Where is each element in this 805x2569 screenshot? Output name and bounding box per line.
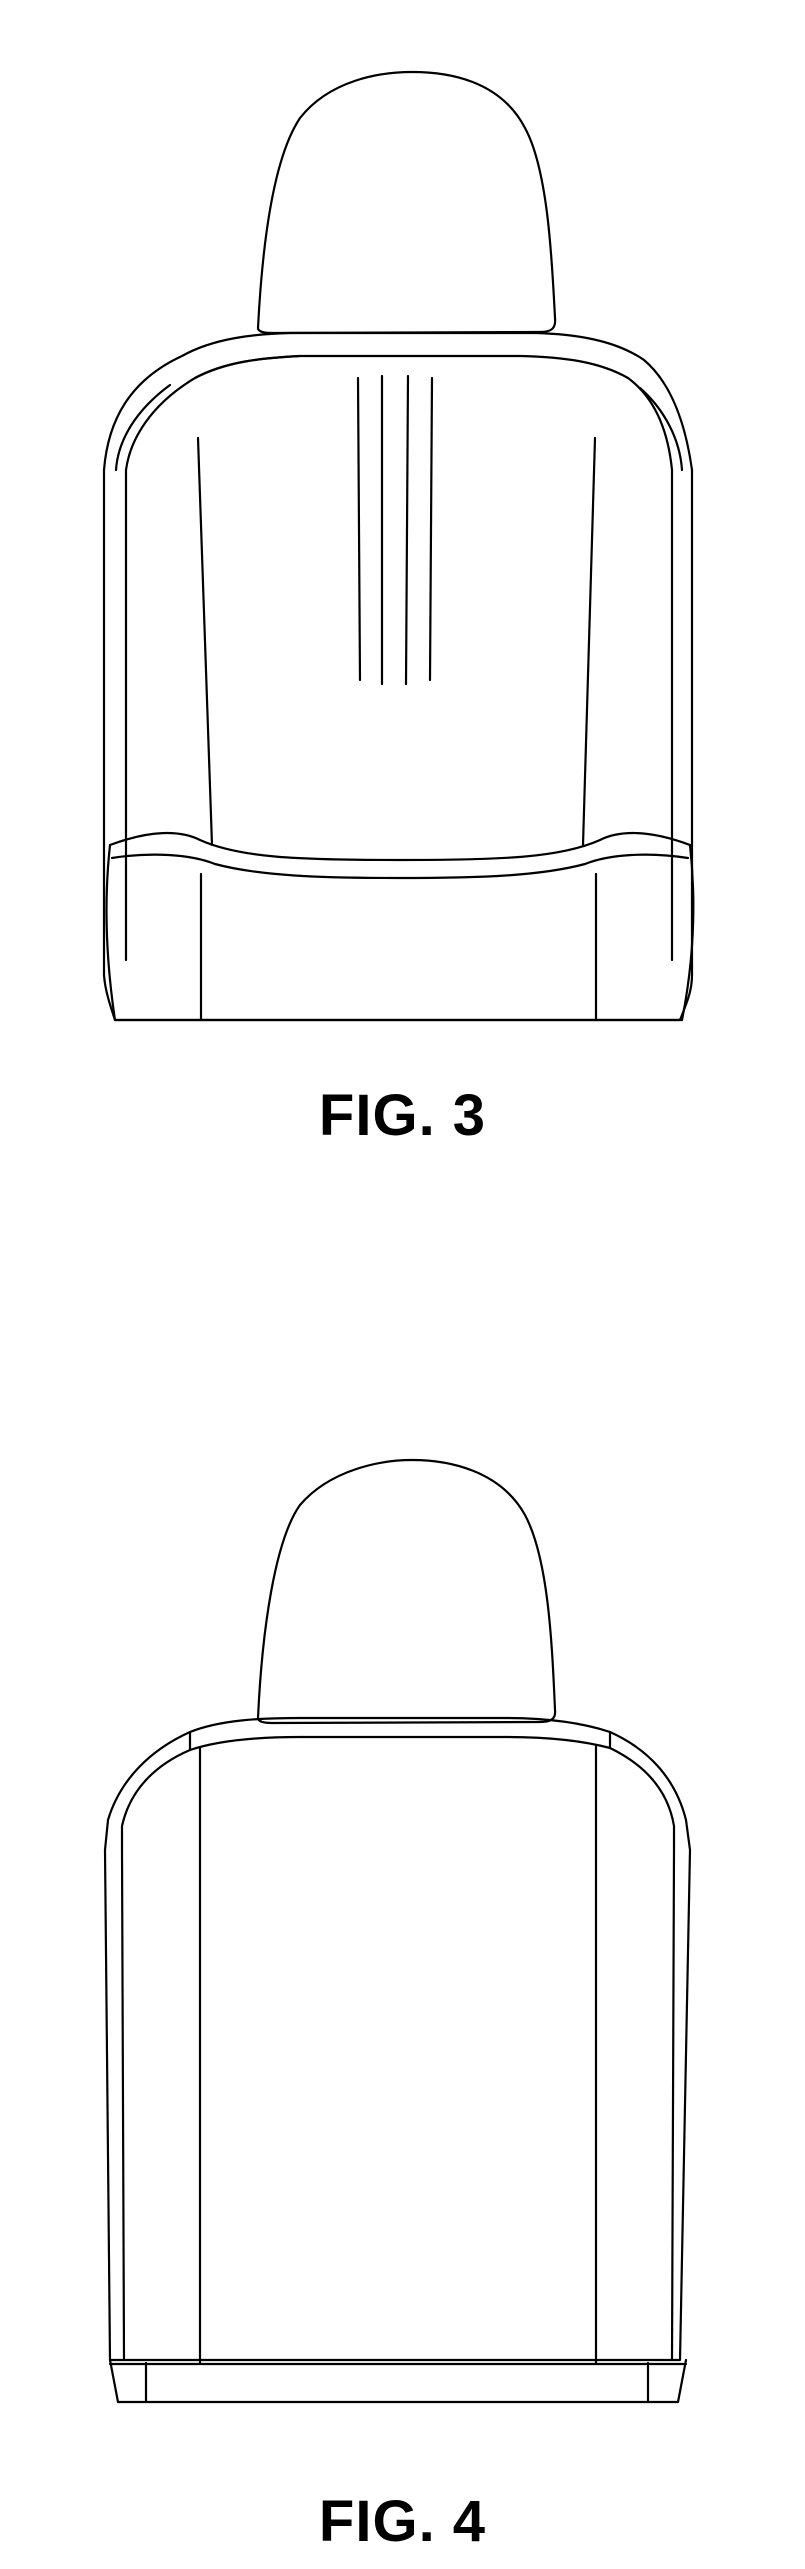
backrest-inner-contour-left [122, 1750, 190, 2360]
backrest-inner-contour-right [610, 1748, 674, 2360]
cushion-top-inner [112, 855, 688, 878]
left-panel-seam [198, 438, 212, 845]
backrest-side-line [640, 388, 682, 470]
seat-front-view-drawing [0, 0, 805, 1080]
headrest-outline [258, 72, 555, 333]
figure-4: FIG. 4 [0, 1380, 805, 2569]
cushion-front-face [107, 845, 694, 1020]
center-pleat [358, 378, 360, 680]
backrest-outer-outline [104, 333, 692, 1020]
backrest-outer-outline [105, 1732, 690, 2360]
backrest-inner-contour [195, 356, 672, 960]
figure-3: FIG. 3 [0, 0, 805, 1200]
figure-caption: FIG. 4 [0, 2488, 805, 2555]
seat-rear-view-drawing [0, 1380, 805, 2480]
bottom-trim [110, 2360, 686, 2402]
backrest-inner-contour-left [126, 356, 300, 960]
figure-caption: FIG. 3 [0, 1082, 805, 1149]
headrest-outline [258, 1460, 555, 1723]
center-pleat [406, 376, 408, 684]
cushion-top-edge [110, 833, 690, 860]
right-panel-seam [583, 438, 595, 845]
center-pleat [430, 378, 432, 680]
